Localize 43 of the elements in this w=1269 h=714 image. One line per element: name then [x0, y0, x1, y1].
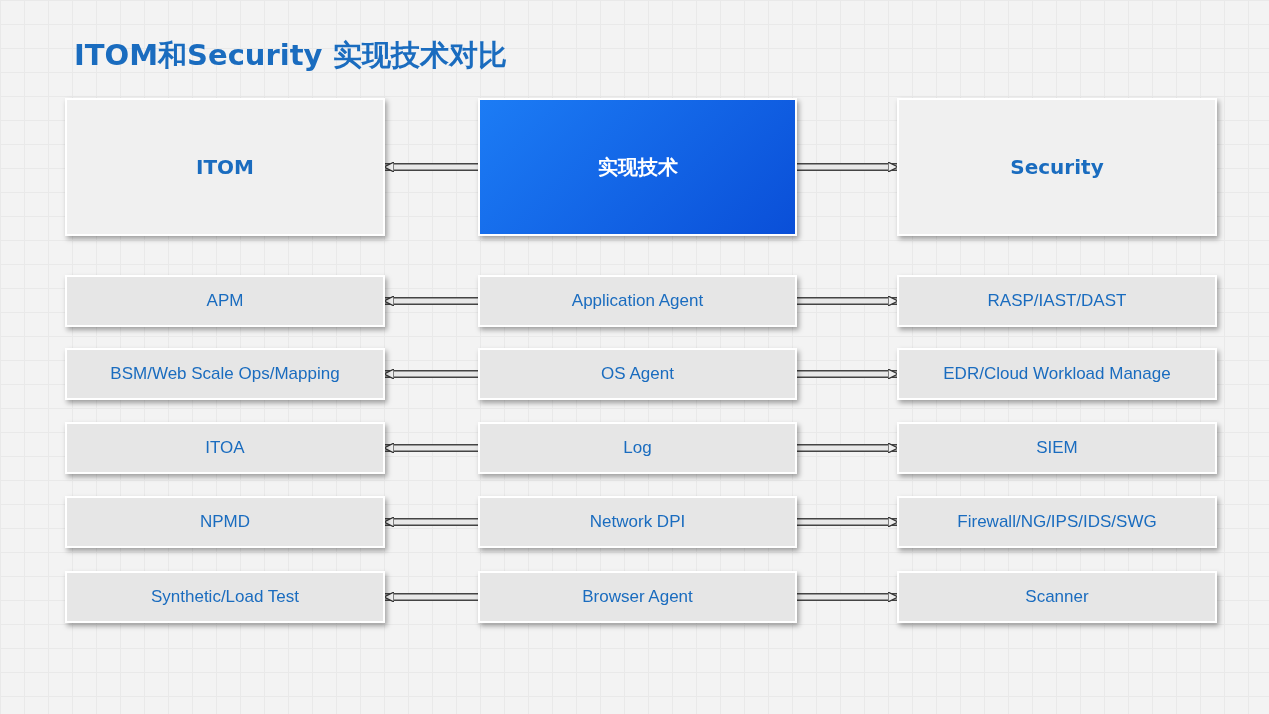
category-box: [65, 98, 385, 236]
category-box: [65, 422, 385, 474]
box-label: Browser Agent: [582, 587, 693, 607]
arrow: [797, 516, 899, 528]
category-box: [478, 348, 797, 400]
highlight-box: [478, 98, 797, 236]
box-label: Network DPI: [589, 512, 686, 532]
category-box: [897, 275, 1217, 327]
arrow: [797, 161, 899, 173]
arrow: [797, 442, 899, 454]
box-label: Application Agent: [571, 291, 704, 311]
arrow: [797, 591, 899, 603]
category-box: [478, 571, 797, 623]
category-box: [478, 422, 797, 474]
box-label: OS Agent: [601, 364, 674, 384]
slide-title: ITOM和Security 实现技术对比: [74, 37, 507, 74]
category-box: [897, 348, 1217, 400]
box-label: APM: [206, 291, 244, 311]
category-box: [65, 348, 385, 400]
category-box: [65, 571, 385, 623]
category-box: [65, 496, 385, 548]
box-label: NPMD: [199, 512, 251, 532]
category-box: [897, 422, 1217, 474]
box-label: Log: [623, 438, 652, 458]
box-label: Security: [1010, 155, 1104, 179]
category-box: [65, 275, 385, 327]
category-box: [897, 571, 1217, 623]
box-label: RASP/IAST/DAST: [987, 291, 1127, 311]
category-box: [897, 496, 1217, 548]
box-label: BSM/Web Scale Ops/Mapping: [110, 364, 340, 384]
box-label: SIEM: [1036, 438, 1078, 458]
category-box: [478, 275, 797, 327]
box-label: Synthetic/Load Test: [150, 587, 300, 607]
box-label: 实现技术: [597, 153, 678, 181]
box-label: ITOA: [205, 438, 245, 458]
category-box: [478, 496, 797, 548]
arrow: [797, 368, 899, 380]
box-label: ITOM: [196, 155, 254, 179]
arrow: [797, 295, 899, 307]
box-label: Firewall/NG/IPS/IDS/SWG: [957, 512, 1157, 532]
category-box: [897, 98, 1217, 236]
box-label: Scanner: [1025, 587, 1089, 607]
box-label: EDR/Cloud Workload Manage: [943, 364, 1171, 384]
